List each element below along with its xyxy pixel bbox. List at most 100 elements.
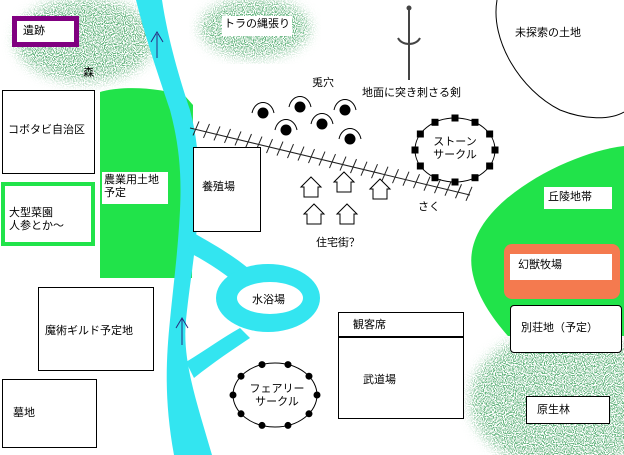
house-icon [368,178,392,200]
burrow-mound [251,102,275,114]
fairy-circle [229,361,321,429]
burrow-mound [310,113,334,125]
unexplored-boundary [495,0,624,119]
ruins-label: 遺跡 [23,24,45,37]
vegetable-garden-label: 大型菜園 人参とか～ [9,206,64,233]
houses [299,171,392,225]
forest-label: 森 [83,66,94,79]
fence-post [360,161,368,176]
primeval-forest-box[interactable]: 原生林 [526,396,610,424]
burrow-icon [316,118,328,130]
fence-post [213,126,221,141]
stone-icon [451,178,459,186]
fairy-stone-icon [284,421,292,429]
hill-label: 丘陵地帯 [548,190,592,203]
rabbit-holes [251,96,362,145]
stone-circle-label-box: ストーン サークル [424,135,486,169]
stone-icon [451,114,459,122]
beast-ranch-area[interactable]: 幻獣牧場 [504,244,620,299]
stone-icon [491,146,499,154]
fence-post [192,121,200,136]
villa-area[interactable]: 別荘地（予定） [510,305,622,353]
fairy-circle-label-box: フェアリー サークル [238,382,316,416]
dojo-label: 武道場 [363,373,396,386]
fence-post [423,176,431,191]
tiger-territory-label: トラの縄張り [224,17,290,30]
house-icon [332,171,356,193]
breeding-label: 養殖場 [202,180,235,193]
fence-post [266,138,273,154]
audience-label: 観客席 [353,318,386,331]
bathing-label: 水浴場 [252,293,285,306]
dojo-area[interactable]: 武道場 [338,337,464,419]
stone-icon [471,174,479,182]
fairy-stone-icon [229,391,237,399]
graveyard-label: 墓地 [13,406,35,419]
unexplored-label: 未探索の土地 [515,26,581,39]
stone-icon [486,130,494,138]
fairy-stone-icon [258,361,266,369]
fence-post [381,166,389,181]
fence-post [234,131,242,146]
fence-post [245,133,252,149]
fence-post [455,184,462,199]
vegetable-garden-area[interactable]: 大型菜園 人参とか～ [1,182,95,246]
house-icon [299,176,323,198]
fence-post [297,146,305,161]
fence-post [318,151,326,166]
burrow-mound [274,119,298,131]
burrow-mound [338,128,362,140]
magic-guild-area[interactable]: 魔術ギルド予定地 [38,287,154,371]
breeding-area[interactable]: 養殖場 [193,147,261,232]
burrow-mound [333,99,357,111]
burrow-icon [339,104,351,116]
fence [189,121,473,201]
fence-post [224,128,231,144]
fairy-stone-icon [237,410,245,418]
audience-area[interactable]: 観客席 [338,312,464,337]
fence-post [434,179,441,194]
magic-guild-label: 魔術ギルド予定地 [45,324,133,337]
beast-ranch-label: 幻獣牧場 [518,258,562,271]
fence-post [276,141,284,156]
burrow-icon [280,124,292,136]
fence-post [371,163,378,179]
burrow-mound [288,96,312,108]
stone-icon [416,162,424,170]
fairy-stone-icon [313,391,321,399]
ruins-area[interactable]: 遺跡 [12,16,79,47]
hill-label-box: 丘陵地帯 [544,187,612,209]
house-icon [335,203,359,225]
fence-post [287,143,294,159]
burrow-icon [257,107,269,119]
stone-icon [471,118,479,126]
fairy-stone-icon [237,372,245,380]
fence-post [392,168,399,184]
house-icon [302,203,326,225]
fence-post [308,148,315,164]
farmland-label: 農業用土地 予定 [104,173,159,200]
fence-post [203,123,210,139]
sword-icon [397,5,421,80]
rabbit-hole-label: 兎穴 [312,76,334,89]
sword-label: 地面に突き刺さる剣 [362,86,461,99]
fence-post [339,156,347,171]
burrow-icon [344,133,356,145]
burrow-icon [294,101,306,113]
fairy-stone-icon [258,421,266,429]
kobotabi-area[interactable]: コボタビ自治区 [2,90,95,174]
stone-icon [431,118,439,126]
kobotabi-label: コボタビ自治区 [8,123,85,136]
farmland-label-box: 農業用土地 予定 [102,172,168,204]
fence-post [402,171,410,186]
fairy-stone-icon [284,361,292,369]
fence-post [350,158,357,174]
residential-label: 住宅街？ [316,236,360,249]
stone-icon [431,174,439,182]
fairy-circle-label: フェアリー サークル [249,382,305,409]
graveyard-area[interactable]: 墓地 [2,379,97,448]
stone-circle-label: ストーン サークル [433,135,477,162]
tiger-territory-box: トラの縄張り [222,16,292,36]
stone-circle [411,114,499,186]
